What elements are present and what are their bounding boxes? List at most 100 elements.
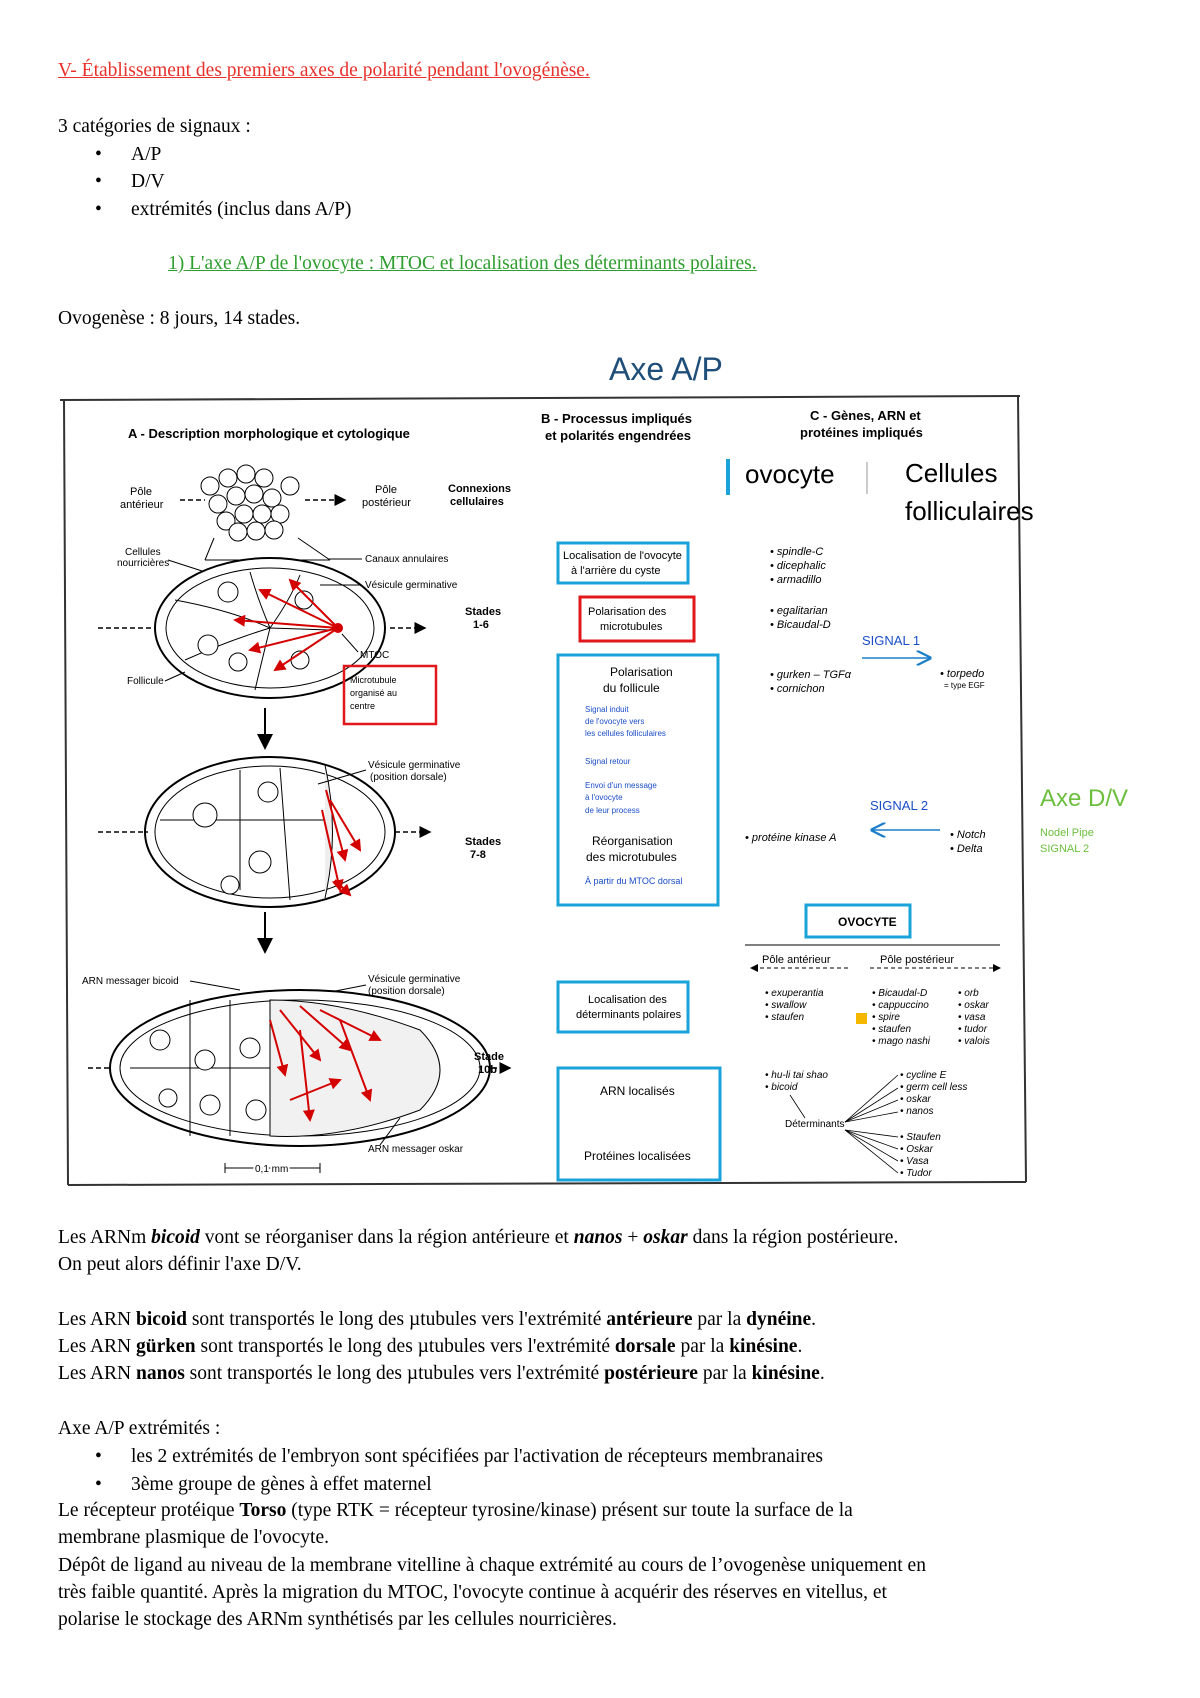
- pole-label: antérieur: [120, 499, 164, 511]
- cellules-nourricieres-label: nourricières: [117, 558, 169, 569]
- col-c-header: protéines impliqués: [800, 425, 923, 440]
- gene-text: • orb: [958, 988, 979, 999]
- stades-label: Stades: [465, 836, 501, 848]
- box-text: microtubules: [600, 621, 663, 633]
- scale-label: 0,1 mm: [255, 1164, 288, 1175]
- stades-label: 1-6: [473, 619, 489, 631]
- vesicule-dorsale-label: (position dorsale): [368, 986, 445, 997]
- box-small-text: Envoi d'un message: [585, 781, 657, 790]
- gene-text: • mago nashi: [872, 1036, 931, 1047]
- torso-paragraph: Le récepteur protéique Torso (type RTK =…: [58, 1500, 853, 1521]
- pole-label: Pôle: [130, 486, 152, 498]
- cellules-label: Cellules: [905, 458, 998, 488]
- box-follicule: [556, 653, 720, 907]
- determinants-label: Déterminants: [785, 1119, 844, 1130]
- pole-posterieur: Pôle postérieur: [880, 954, 954, 966]
- gene-text: • hu-li tai shao: [765, 1070, 828, 1081]
- arn-oskar-label: ARN messager oskar: [368, 1144, 464, 1155]
- stades-label: 7-8: [470, 849, 486, 861]
- box-text: OVOCYTE: [838, 915, 897, 929]
- gene-text: • cycline E: [900, 1070, 947, 1081]
- microtubule-label: Microtubule: [350, 675, 397, 685]
- gene-text: • Bicaudal-D: [770, 619, 831, 631]
- mtoc-label: MTOC: [360, 650, 389, 661]
- box-small-text: les cellules folliculaires: [585, 729, 666, 738]
- gene-text: • Delta: [950, 843, 983, 855]
- gene-text: • staufen: [765, 1012, 805, 1023]
- figure-title: Axe A/P: [609, 351, 723, 387]
- box-small-text: de l'ovocyte vers: [585, 717, 644, 726]
- microtubule-label: centre: [350, 701, 375, 711]
- gene-text: • gurken – TGFα: [770, 669, 852, 681]
- gene-text: • cornichon: [770, 683, 825, 695]
- paragraph-arnm: Les ARNm bicoid vont se réorganiser dans…: [58, 1227, 899, 1248]
- box-text: du follicule: [603, 681, 660, 695]
- cellules-nourricieres-label: Cellules: [125, 547, 161, 558]
- nodel-label: Nodel Pipe: [1040, 827, 1094, 839]
- gene-text: • Bicaudal-D: [872, 988, 927, 999]
- col-c-header: C - Gènes, ARN et: [810, 408, 921, 423]
- gene-text: • protéine kinase A: [745, 832, 837, 844]
- vesicule-label: Vésicule germinative: [365, 580, 458, 591]
- stade-label: Stade: [474, 1051, 504, 1063]
- axe-dv-label: Axe D/V: [1040, 785, 1128, 812]
- box-localisation: [556, 541, 690, 585]
- gene-text: • swallow: [765, 1000, 807, 1011]
- gene-text: • staufen: [872, 1024, 912, 1035]
- arn-bicoid-label: ARN messager bicoid: [82, 976, 179, 987]
- vesicule-dorsale-label: (position dorsale): [370, 772, 447, 783]
- nodel-label: SIGNAL 2: [1040, 843, 1089, 855]
- gene-text: • Tudor: [900, 1168, 932, 1179]
- gene-text: • nanos: [900, 1106, 934, 1117]
- pole-label: Pôle: [375, 484, 397, 496]
- torso-paragraph-line: membrane plasmique de l'ovocyte.: [58, 1527, 330, 1548]
- gene-text: • Staufen: [900, 1132, 941, 1143]
- box-text: Protéines localisées: [584, 1149, 691, 1163]
- microtubule-box: [342, 664, 438, 726]
- box-determinants: [556, 980, 690, 1034]
- gene-text: • germ cell less: [900, 1082, 967, 1093]
- col-b-header: B - Processus impliqués: [541, 411, 692, 426]
- box-text: déterminants polaires: [576, 1009, 682, 1021]
- microtubule-label: organisé au: [350, 688, 397, 698]
- box-text: Polarisation des: [588, 606, 667, 618]
- box-small-text: à l'ovocyte: [585, 793, 623, 802]
- connexions-label: cellulaires: [450, 496, 504, 508]
- canaux-label: Canaux annulaires: [365, 554, 448, 565]
- gene-text: • spindle-C: [770, 546, 823, 558]
- ovogenese-line: Ovogenèse : 8 jours, 14 stades.: [58, 308, 301, 329]
- depot-paragraph: polarise le stockage des ARNm synthétisé…: [58, 1609, 617, 1630]
- transport-line: Les ARN bicoid sont transportés le long …: [58, 1309, 817, 1330]
- section-heading: V- Établissement des premiers axes de po…: [58, 60, 590, 81]
- gene-text: • valois: [958, 1036, 990, 1047]
- gene-text: • vasa: [958, 1012, 986, 1023]
- subheading: 1) L'axe A/P de l'ovocyte : MTOC et loca…: [168, 253, 757, 274]
- box-small-text: Signal induit: [585, 705, 629, 714]
- gene-text: • dicephalic: [770, 560, 826, 572]
- box-text: Localisation de l'ovocyte: [563, 550, 682, 562]
- box-arn-proteines: [556, 1066, 722, 1182]
- vesicule-dorsale-label: Vésicule germinative: [368, 760, 461, 771]
- box-small-text: À partir du MTOC dorsal: [585, 876, 682, 886]
- gene-text: • armadillo: [770, 574, 822, 586]
- gene-text: • bicoid: [765, 1082, 798, 1093]
- paragraph-line: On peut alors définir l'axe D/V.: [58, 1254, 302, 1275]
- box-ovocyte: [804, 903, 912, 939]
- gene-text: • Oskar: [900, 1144, 934, 1155]
- follicule-label: Follicule: [127, 676, 164, 687]
- gene-text: • tudor: [958, 1024, 988, 1035]
- depot-paragraph: Dépôt de ligand au niveau de la membrane…: [58, 1555, 926, 1576]
- gene-text: = type EGF: [944, 681, 985, 690]
- gene-text: • Vasa: [900, 1156, 929, 1167]
- gene-text: • oskar: [958, 1000, 989, 1011]
- connexions-label: Connexions: [448, 483, 511, 495]
- box-text: ARN localisés: [600, 1084, 675, 1098]
- box-small-text: de leur process: [585, 806, 640, 815]
- box-text: à l'arrière du cyste: [571, 565, 661, 577]
- gene-text: • oskar: [900, 1094, 931, 1105]
- depot-paragraph: très faible quantité. Après la migration…: [58, 1582, 887, 1603]
- highlight-marker: [856, 1013, 867, 1024]
- gene-text: • exuperantia: [765, 988, 824, 999]
- col-b-header: et polarités engendrées: [545, 428, 691, 443]
